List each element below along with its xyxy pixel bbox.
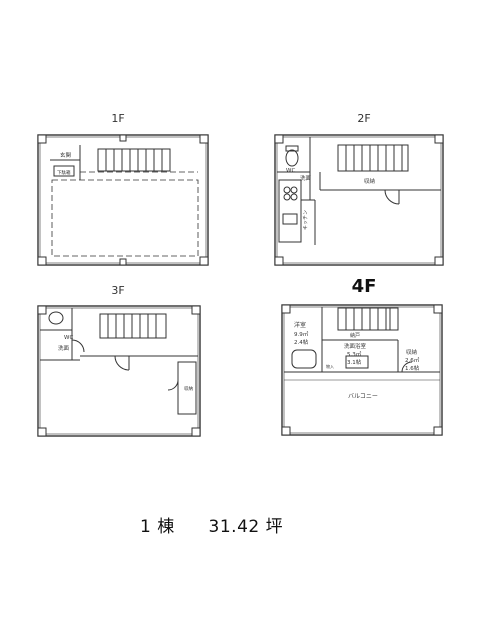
floor-plan-3f [37,305,201,437]
room-label-2f-storage: 収納 [364,177,376,185]
room-label-3f-washroom: 洗面 [58,344,70,352]
area-value: 31.42 [208,517,260,537]
room-label-4f-balcony: バルコニー [348,393,378,400]
room-label-4f-western-area-sqm: 9.9㎡ [294,330,309,338]
floor-label-1f: 1F [111,112,125,125]
room-label-4f-storage: 収納 [406,348,418,356]
room-label-3f-storage: 収納 [184,385,193,392]
floor-label-4f: 4F [351,276,377,297]
room-label-4f-bathroom-area-sqm: 5.3㎡ [347,350,362,358]
room-label-1f-shoe-box: 下駄箱 [57,169,71,176]
room-label-4f-western-area-jo: 2.4帖 [294,338,309,346]
floor-plan-4f [281,304,443,436]
room-label-4f-storage-area-sqm: 2.6㎡ [405,356,420,364]
building-area-summary: 1 棟 31.42 坪 [140,512,380,537]
building-count: 1 棟 [140,517,175,537]
room-label-1f-entrance: 玄関 [60,151,72,159]
room-label-3f-wc: WC [64,335,73,341]
room-label-2f-wc: WC [286,168,295,174]
room-label-4f-bathroom-area-jo: 3.1帖 [347,358,362,366]
room-label-2f-kitchen: キッチン [303,210,309,230]
room-label-4f-cupboard: 物入 [326,363,334,369]
area-unit: 坪 [265,517,284,537]
room-label-4f-bathroom: 洗面浴室 [344,342,367,350]
room-label-4f-closet: 納戸 [350,332,360,339]
room-label-4f-western-room: 洋室 [294,321,306,329]
floor-plan-1f [37,134,209,266]
floor-label-2f: 2F [357,112,371,125]
room-label-2f-washroom: 洗面 [300,174,312,182]
floor-plan-2f [274,134,444,266]
room-label-4f-storage-area-jo: 1.6帖 [405,364,420,372]
floor-label-3f: 3F [111,284,125,297]
